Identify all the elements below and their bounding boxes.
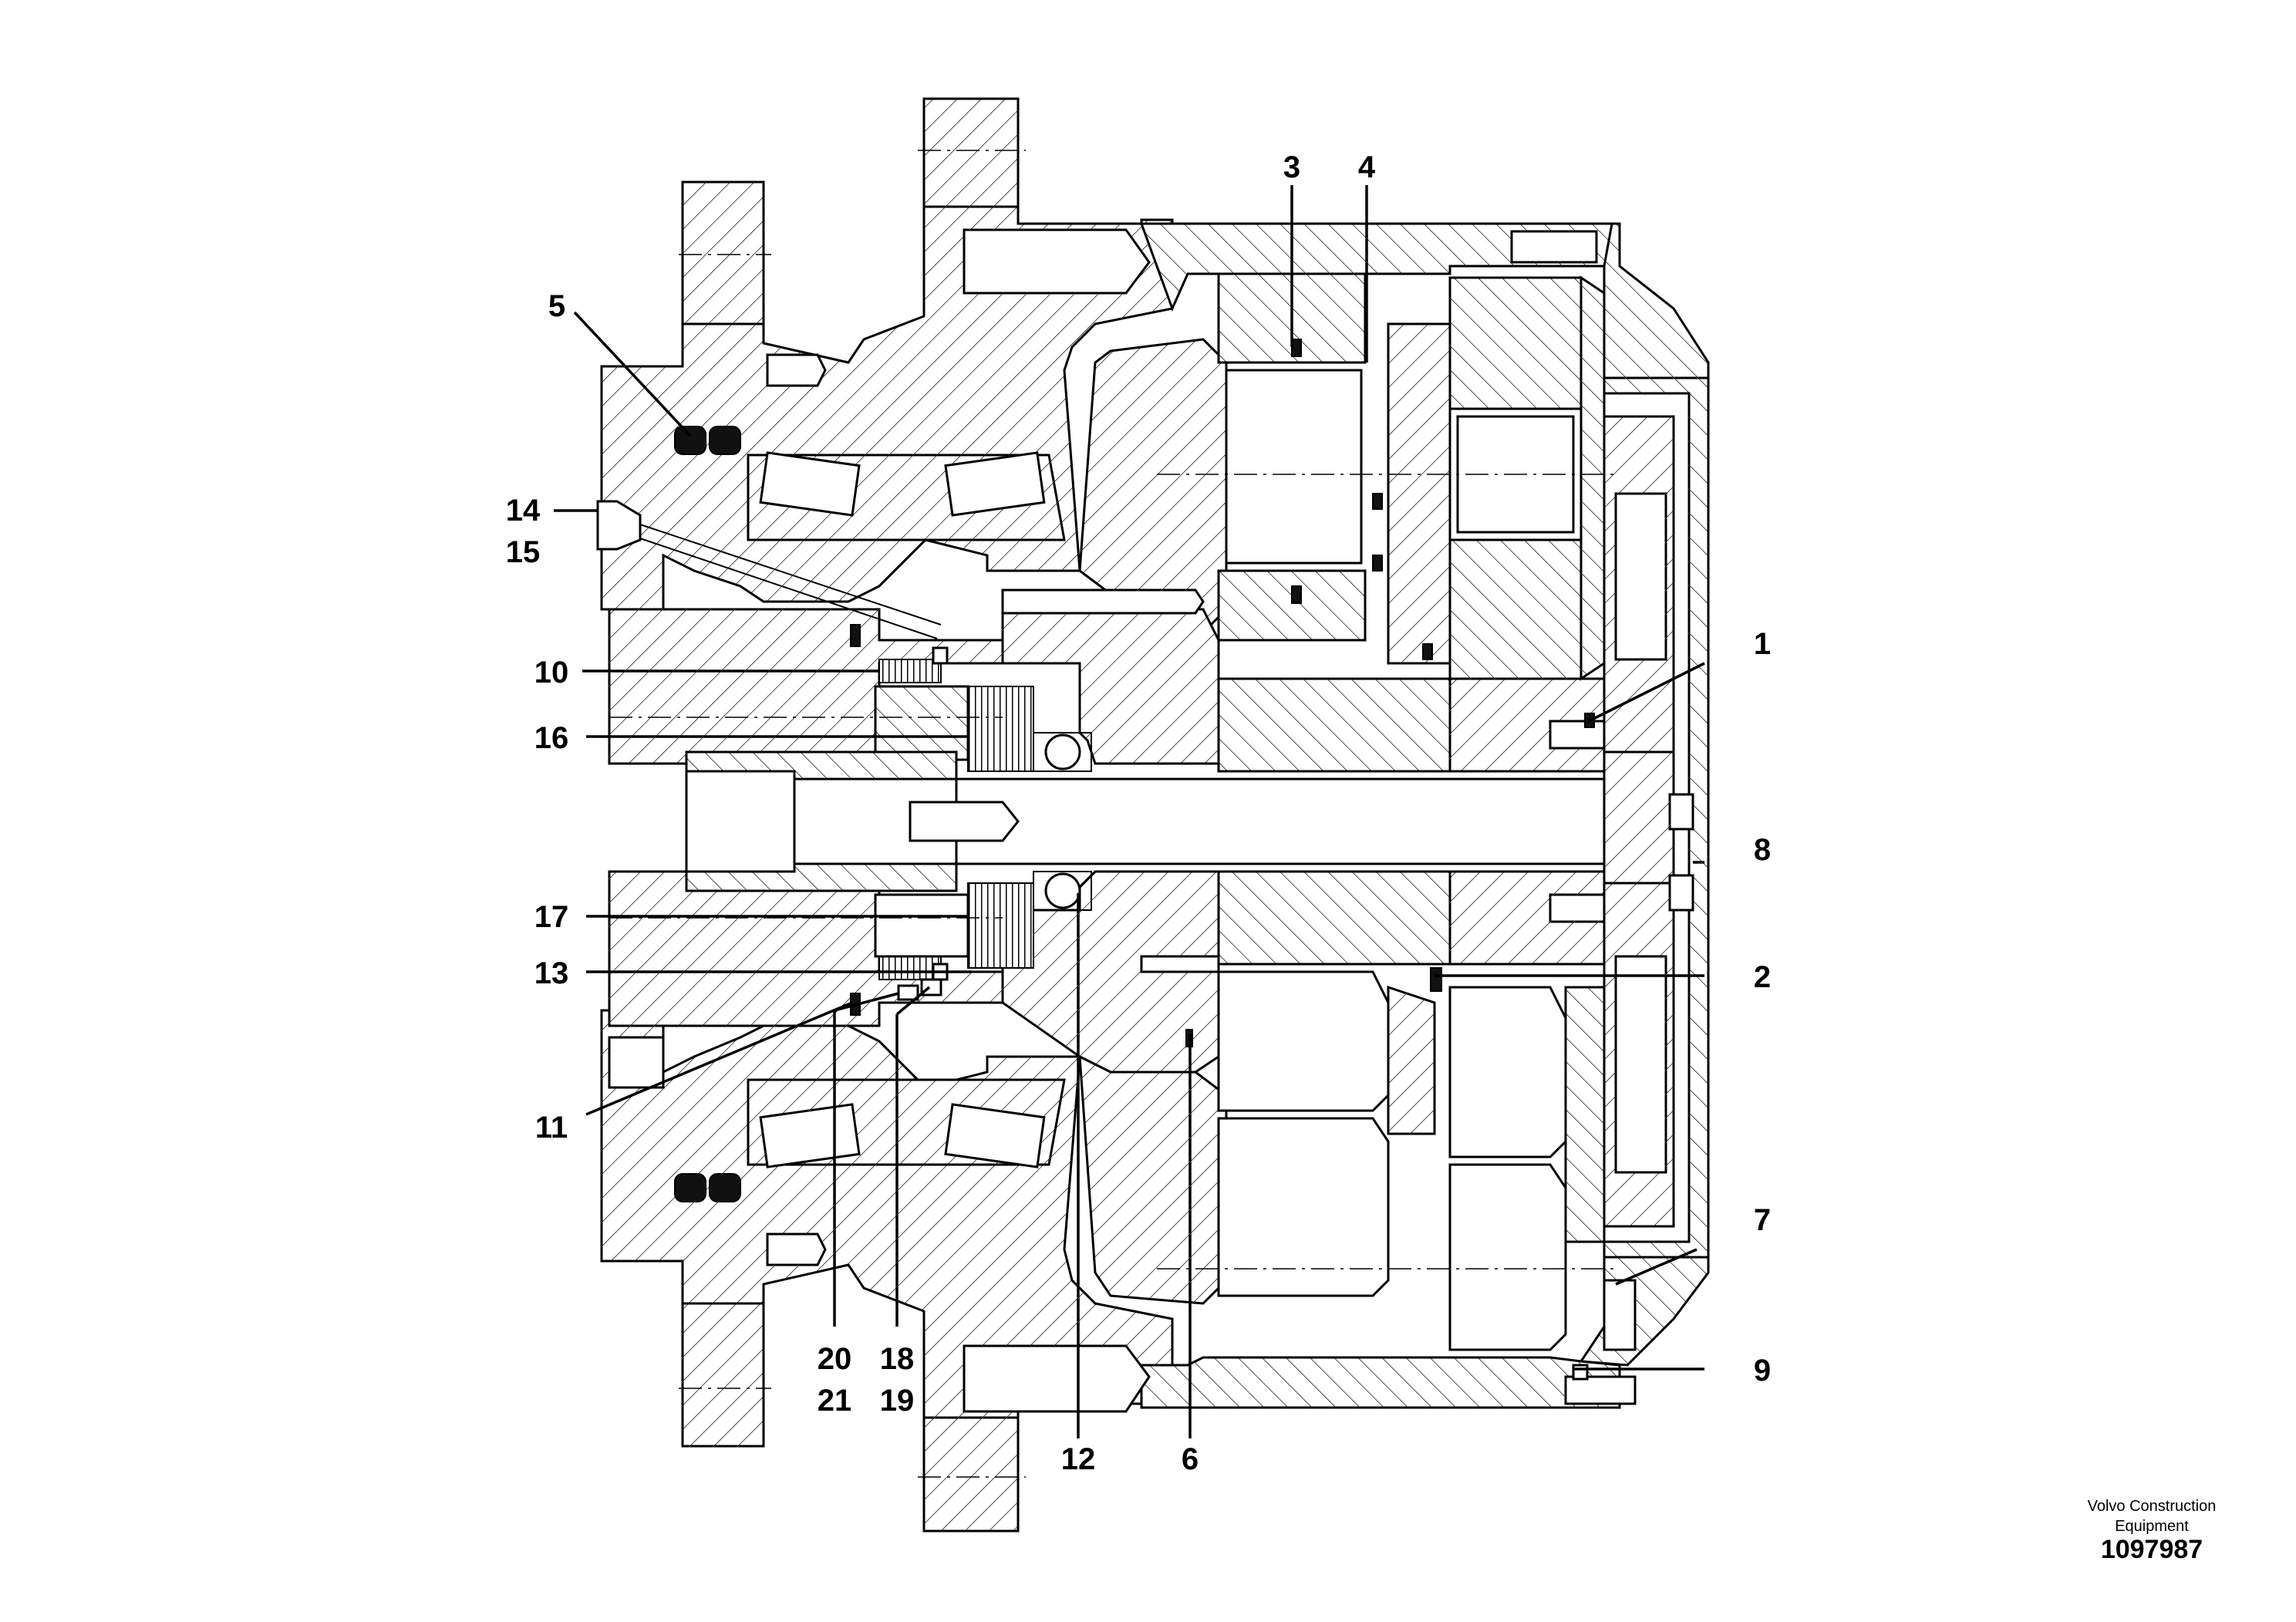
callout-4: 4 <box>1358 150 1376 184</box>
callout-11: 11 <box>535 1111 568 1145</box>
callout-9: 9 <box>1754 1354 1771 1388</box>
callout-13: 13 <box>534 956 569 990</box>
brand-line-1: Volvo Construction <box>2087 1498 2217 1515</box>
callout-17: 17 <box>534 900 569 934</box>
callout-16: 16 <box>534 721 569 755</box>
callout-8: 8 <box>1754 833 1771 867</box>
leader-lines <box>554 185 1705 1438</box>
callout-5: 5 <box>548 289 565 323</box>
brand-line-2: Equipment <box>2115 1518 2189 1535</box>
brand-label: Volvo Construction Equipment <box>2005 1496 2296 1536</box>
callout-12: 12 <box>1061 1442 1096 1476</box>
callout-10: 10 <box>534 656 569 690</box>
callout-7: 7 <box>1754 1203 1771 1237</box>
callout-3: 3 <box>1283 150 1300 184</box>
drawing-body <box>596 97 1710 1533</box>
callout-1: 1 <box>1754 627 1771 661</box>
callout-2: 2 <box>1754 960 1771 994</box>
callout-6: 6 <box>1182 1442 1199 1476</box>
drawing-number: 1097987 <box>2100 1535 2203 1564</box>
